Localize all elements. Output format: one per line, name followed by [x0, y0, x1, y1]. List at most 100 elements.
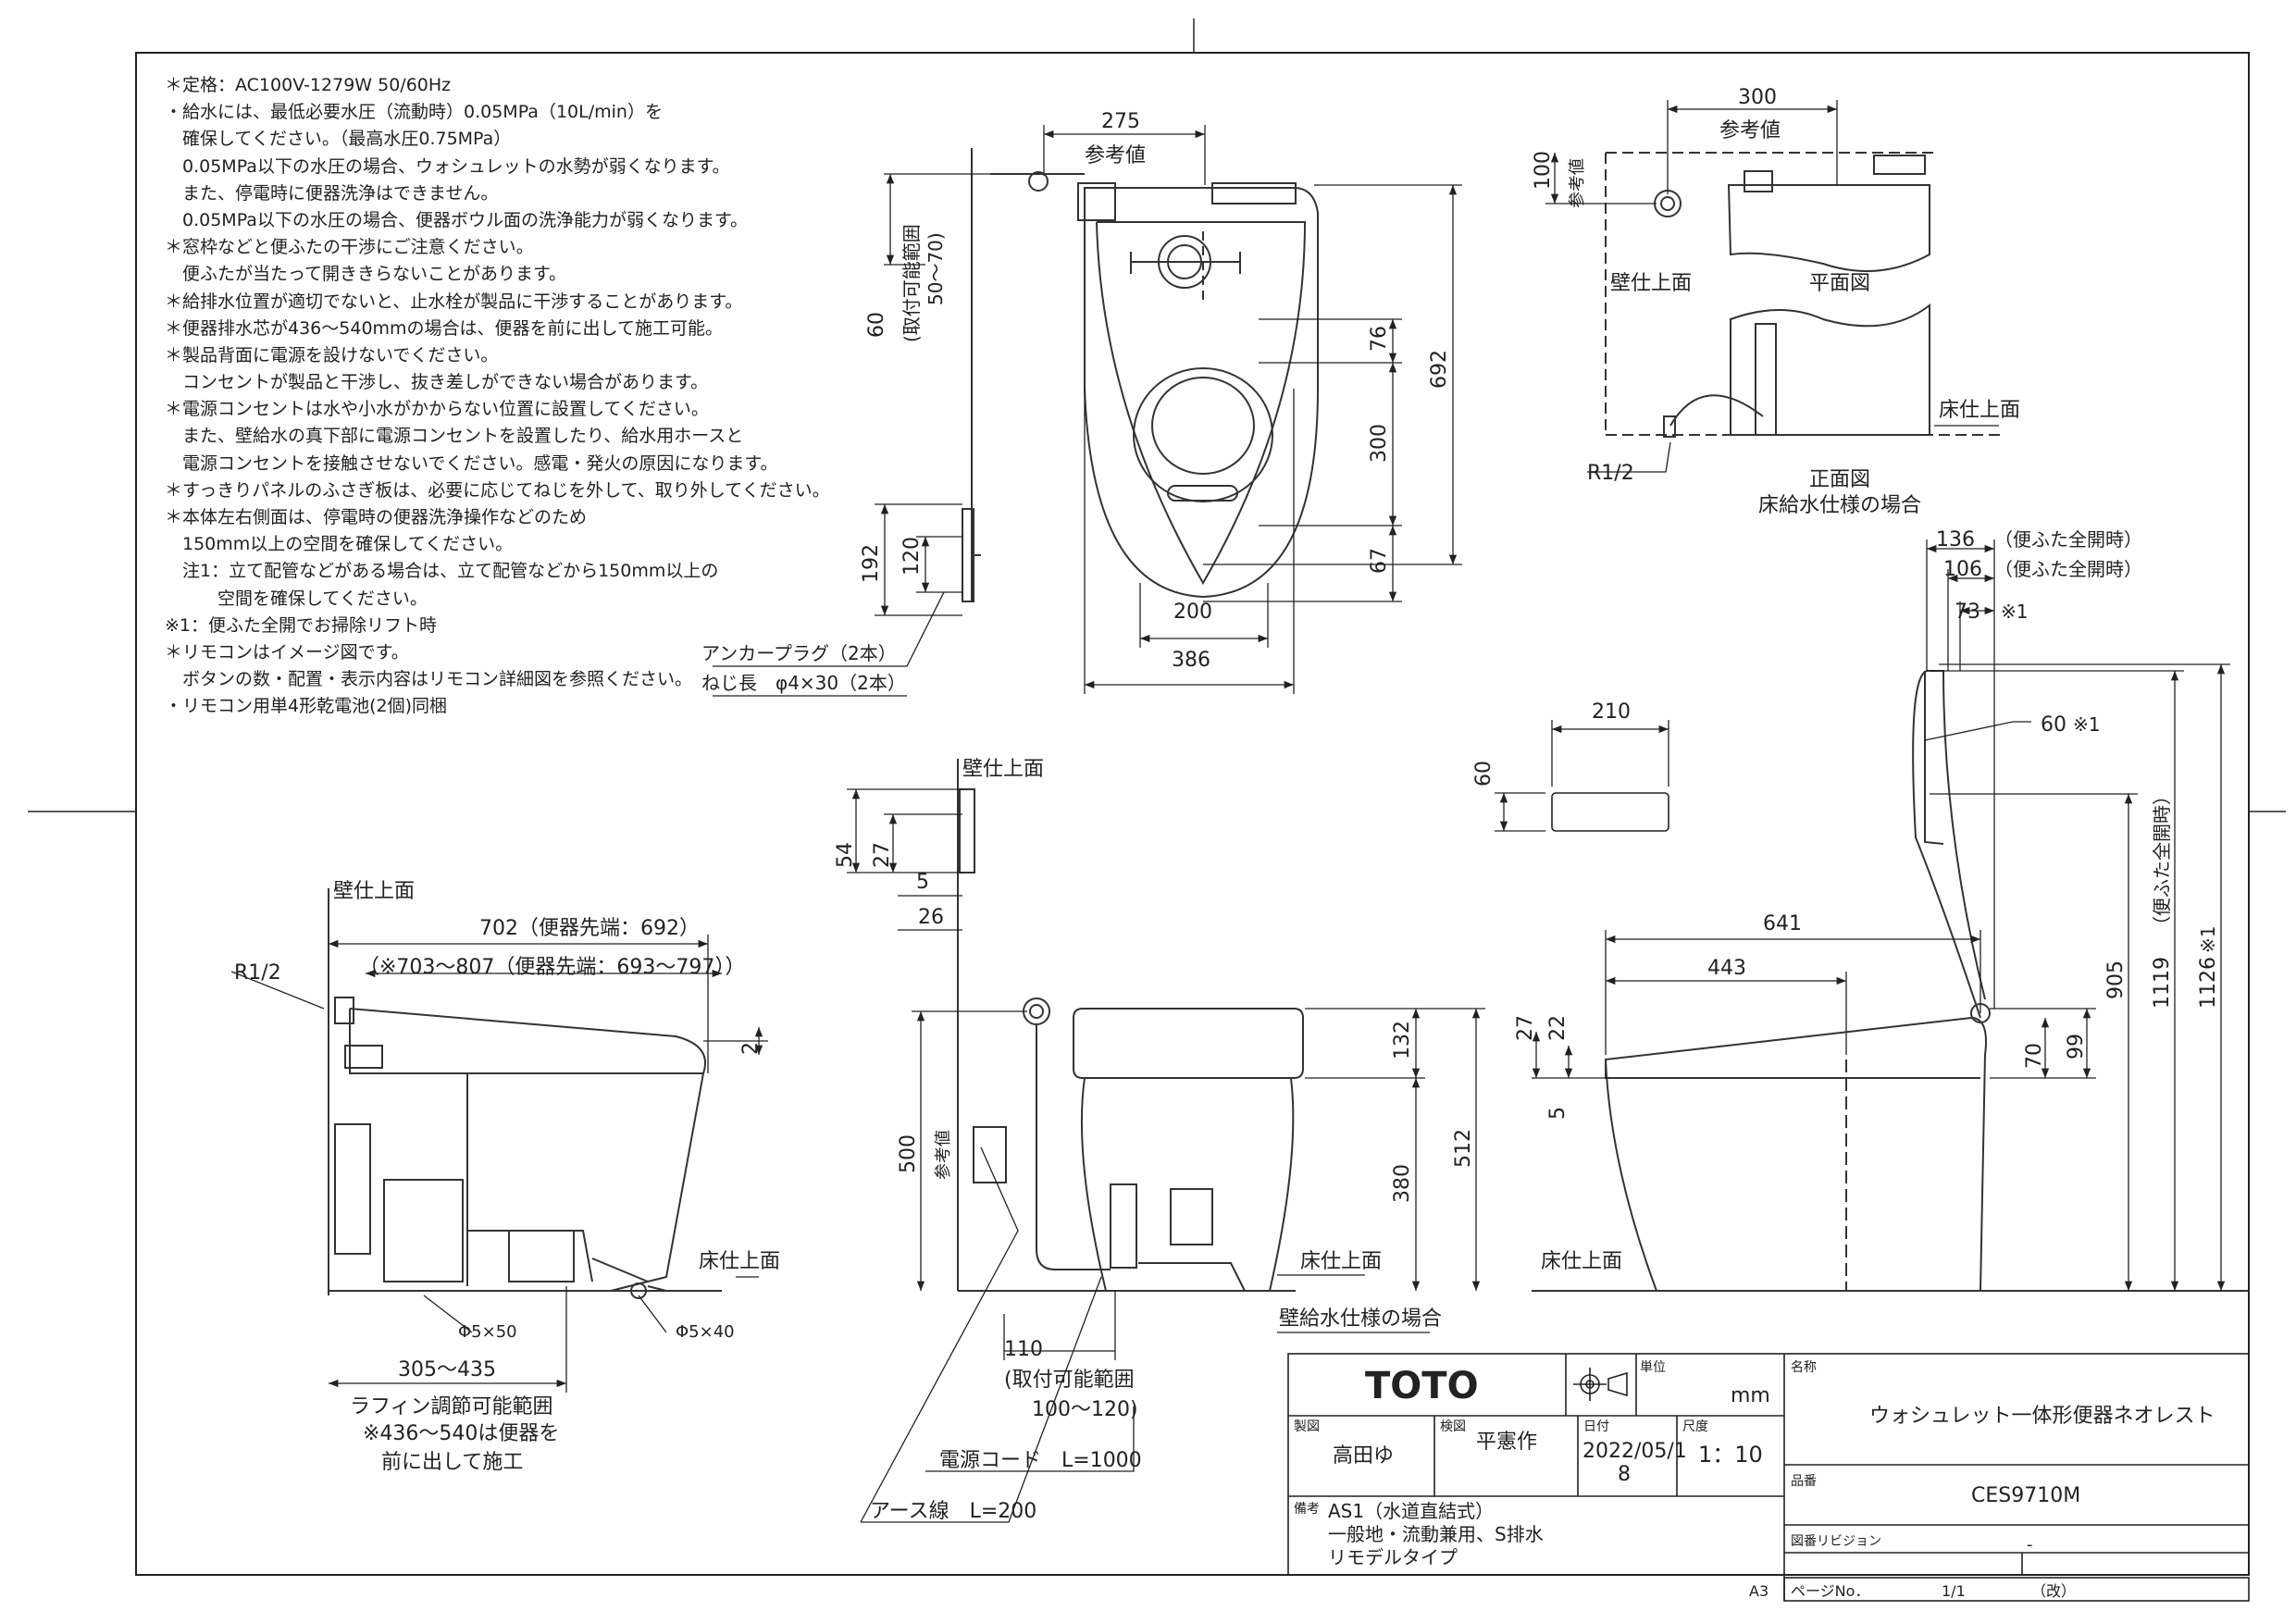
note-line: また、壁給水の真下部に電源コンセントを設置したり、給水用ホースと — [165, 426, 744, 447]
note-line: 150mm以上の空間を確保してください。 — [165, 534, 514, 555]
unit-value: mm — [1731, 1384, 1770, 1407]
dim-60-right: 60 — [2041, 713, 2066, 737]
remarks-line-1: AS1（水道直結式） — [1328, 1500, 1494, 1522]
dim-132: 132 — [1391, 1021, 1414, 1059]
top-view-dims — [713, 125, 1462, 697]
r12-label: R1/2 — [1587, 462, 1634, 485]
note-line: 0.05MPa以下の水圧の場合、ウォシュレットの水勢が弱くなります。 — [165, 155, 730, 177]
note-line: ＊すっきりパネルのふさぎ板は、必要に応じてねじを外して、取り外してください。 — [165, 479, 830, 501]
note-line: ※1：便ふた全開でお掃除リフト時 — [165, 614, 438, 636]
dim-1119: 1119 — [2151, 957, 2174, 1009]
wall-supply-caption: 壁給水仕様の場合 — [1279, 1307, 1442, 1331]
note-line: ＊便器排水芯が436～540mmの場合は、便器を前に出して施工可能。 — [165, 317, 723, 339]
dim-54: 54 — [834, 842, 857, 868]
floor-surface-left: 床仕上面 — [699, 1250, 780, 1273]
revision-label: 図番リビジョン — [1791, 1534, 1881, 1549]
product-name: ウォシュレット一体形便器ネオレスト — [1869, 1405, 2215, 1428]
dim-73: 73 — [1955, 601, 1980, 624]
title-block-grid — [1287, 1353, 2250, 1602]
raffin-label-3: 前に出して施工 — [381, 1451, 523, 1474]
floor-surface-right: 床仕上面 — [1541, 1250, 1622, 1273]
dim-305: 305～435 — [398, 1358, 496, 1381]
note-line: 0.05MPa以下の水圧の場合、便器ボウル面の洗浄能力が弱くなります。 — [165, 209, 749, 230]
dim-692: 692 — [1428, 350, 1451, 389]
note-line: コンセントが製品と干渉し、抜き差しができない場合があります。 — [165, 372, 709, 393]
dim-275: 275 — [1101, 110, 1140, 133]
scale-value: 1：10 — [1698, 1442, 1763, 1468]
floor-surface-label: 床仕上面 — [1939, 399, 2020, 422]
checker-value: 平憲作 — [1476, 1431, 1537, 1454]
dim-512: 512 — [1452, 1129, 1475, 1168]
dim-300-floor: 300 — [1738, 86, 1777, 109]
remote-192: 192 — [860, 544, 883, 583]
top-view-drawing — [962, 148, 1319, 602]
lid-open-label-1: （便ふた全開時） — [1994, 528, 2142, 551]
note-line: 確保してください。（最高水圧0.75MPa） — [165, 129, 512, 150]
drafter-value: 高田ゆ — [1333, 1444, 1394, 1468]
page-value: 1/1 — [1942, 1582, 1966, 1600]
front-center-drawing — [957, 759, 1304, 1292]
dim-27-right: 27 — [1514, 1015, 1537, 1041]
floor-surface-front: 床仕上面 — [1300, 1250, 1382, 1273]
dim-5-right: 5 — [1546, 1107, 1570, 1120]
dim-200: 200 — [1173, 601, 1212, 624]
wall-surface-front: 壁仕上面 — [962, 758, 1044, 781]
floor-supply-labels: 300 参考値 100 参考値 壁仕上面 平面図 床仕上面 R1/2 正面図 床… — [1532, 86, 2020, 517]
drafter-label: 製図 — [1294, 1419, 1320, 1434]
dim-443: 443 — [1707, 957, 1746, 980]
dim-26: 26 — [918, 906, 944, 929]
date-label: 日付 — [1583, 1419, 1609, 1434]
floor-supply-drawing — [1605, 152, 2004, 438]
checker-label: 検図 — [1440, 1419, 1466, 1434]
front-center-dims — [847, 788, 1485, 1523]
dim-500: 500 — [897, 1134, 920, 1173]
note-line: ＊窓枠などと便ふたの干渉にご注意ください。 — [165, 237, 534, 258]
left-side-drawing — [328, 888, 722, 1299]
top-view-labels: 275 参考値 60 (取付可能範囲 50～70) 76 300 67 692 … — [701, 110, 1451, 694]
note-line: ＊本体左右側面は、停電時の便器洗浄操作などのため — [165, 507, 588, 527]
mark-1-c: ※1 — [2197, 926, 2219, 953]
raffin-label-1: ラフィン調節可能範囲 — [350, 1395, 553, 1419]
floor-supply-dims — [1545, 100, 1999, 473]
dim-136: 136 — [1936, 528, 1975, 551]
dim-641: 641 — [1763, 912, 1802, 935]
dim-27-front: 27 — [871, 842, 894, 868]
right-side-dims — [1532, 539, 2230, 1291]
lid-open-label-2: （便ふた全開時） — [1994, 558, 2142, 580]
dim-5-front: 5 — [916, 871, 929, 894]
brand-logo: TOTO — [1365, 1365, 1479, 1407]
name-label: 名称 — [1791, 1360, 1817, 1375]
note-line: 空間を確保してください。 — [165, 588, 428, 609]
anchor-plug-label: アンカープラグ（2本） — [701, 642, 897, 664]
dim-905: 905 — [2104, 960, 2128, 999]
dim-76: 76 — [1368, 326, 1391, 352]
floor-supply-caption: 床給水仕様の場合 — [1758, 494, 1921, 517]
wall-surface-label: 壁仕上面 — [1610, 272, 1692, 295]
date-line-2: 8 — [1618, 1463, 1631, 1486]
projection-symbol — [1573, 1368, 1628, 1401]
hole-50: Φ5×50 — [458, 1322, 517, 1342]
right-side-labels: 136 （便ふた全開時） 106 （便ふた全開時） 73 ※1 60 ※1 64… — [1514, 528, 2220, 1273]
scale-label: 尺度 — [1682, 1419, 1708, 1434]
front-view-label: 正面図 — [1809, 468, 1870, 491]
dim-67: 67 — [1368, 548, 1391, 574]
notes-block: ＊定格：AC100V-1279W 50/60Hz ・給水には、最低必要水圧（流動… — [165, 72, 868, 721]
part-number: CES9710M — [1971, 1484, 2080, 1507]
page-label: ページNo． — [1791, 1582, 1869, 1600]
mark-1-b: ※1 — [2073, 713, 2100, 736]
note-line: ＊定格：AC100V-1279W 50/60Hz — [165, 75, 452, 95]
dim-60-remote: 60 — [1472, 761, 1496, 787]
dim-99: 99 — [2065, 1034, 2088, 1059]
raffin-label-2: ※436～540は便器を — [363, 1422, 559, 1445]
mount-value-front: 100～120) — [1032, 1398, 1138, 1421]
note-line: また、停電時に便器洗浄はできません。 — [165, 182, 499, 204]
dim-702: 702（便器先端：692） — [479, 917, 700, 940]
remarks-line-3: リモデルタイプ — [1328, 1546, 1458, 1568]
note-line: ボタンの数・配置・表示内容はリモコン詳細図を参照ください。 — [165, 669, 693, 690]
dim-100: 100 — [1532, 151, 1555, 190]
unit-label: 単位 — [1640, 1360, 1666, 1375]
mount-range-value: 50～70) — [925, 232, 947, 305]
dim-70: 70 — [2023, 1043, 2046, 1069]
date-line-1: 2022/05/1 — [1582, 1440, 1687, 1463]
note-line: ・給水には、最低必要水圧（流動時）0.05MPa（10L/min）を — [165, 102, 663, 123]
